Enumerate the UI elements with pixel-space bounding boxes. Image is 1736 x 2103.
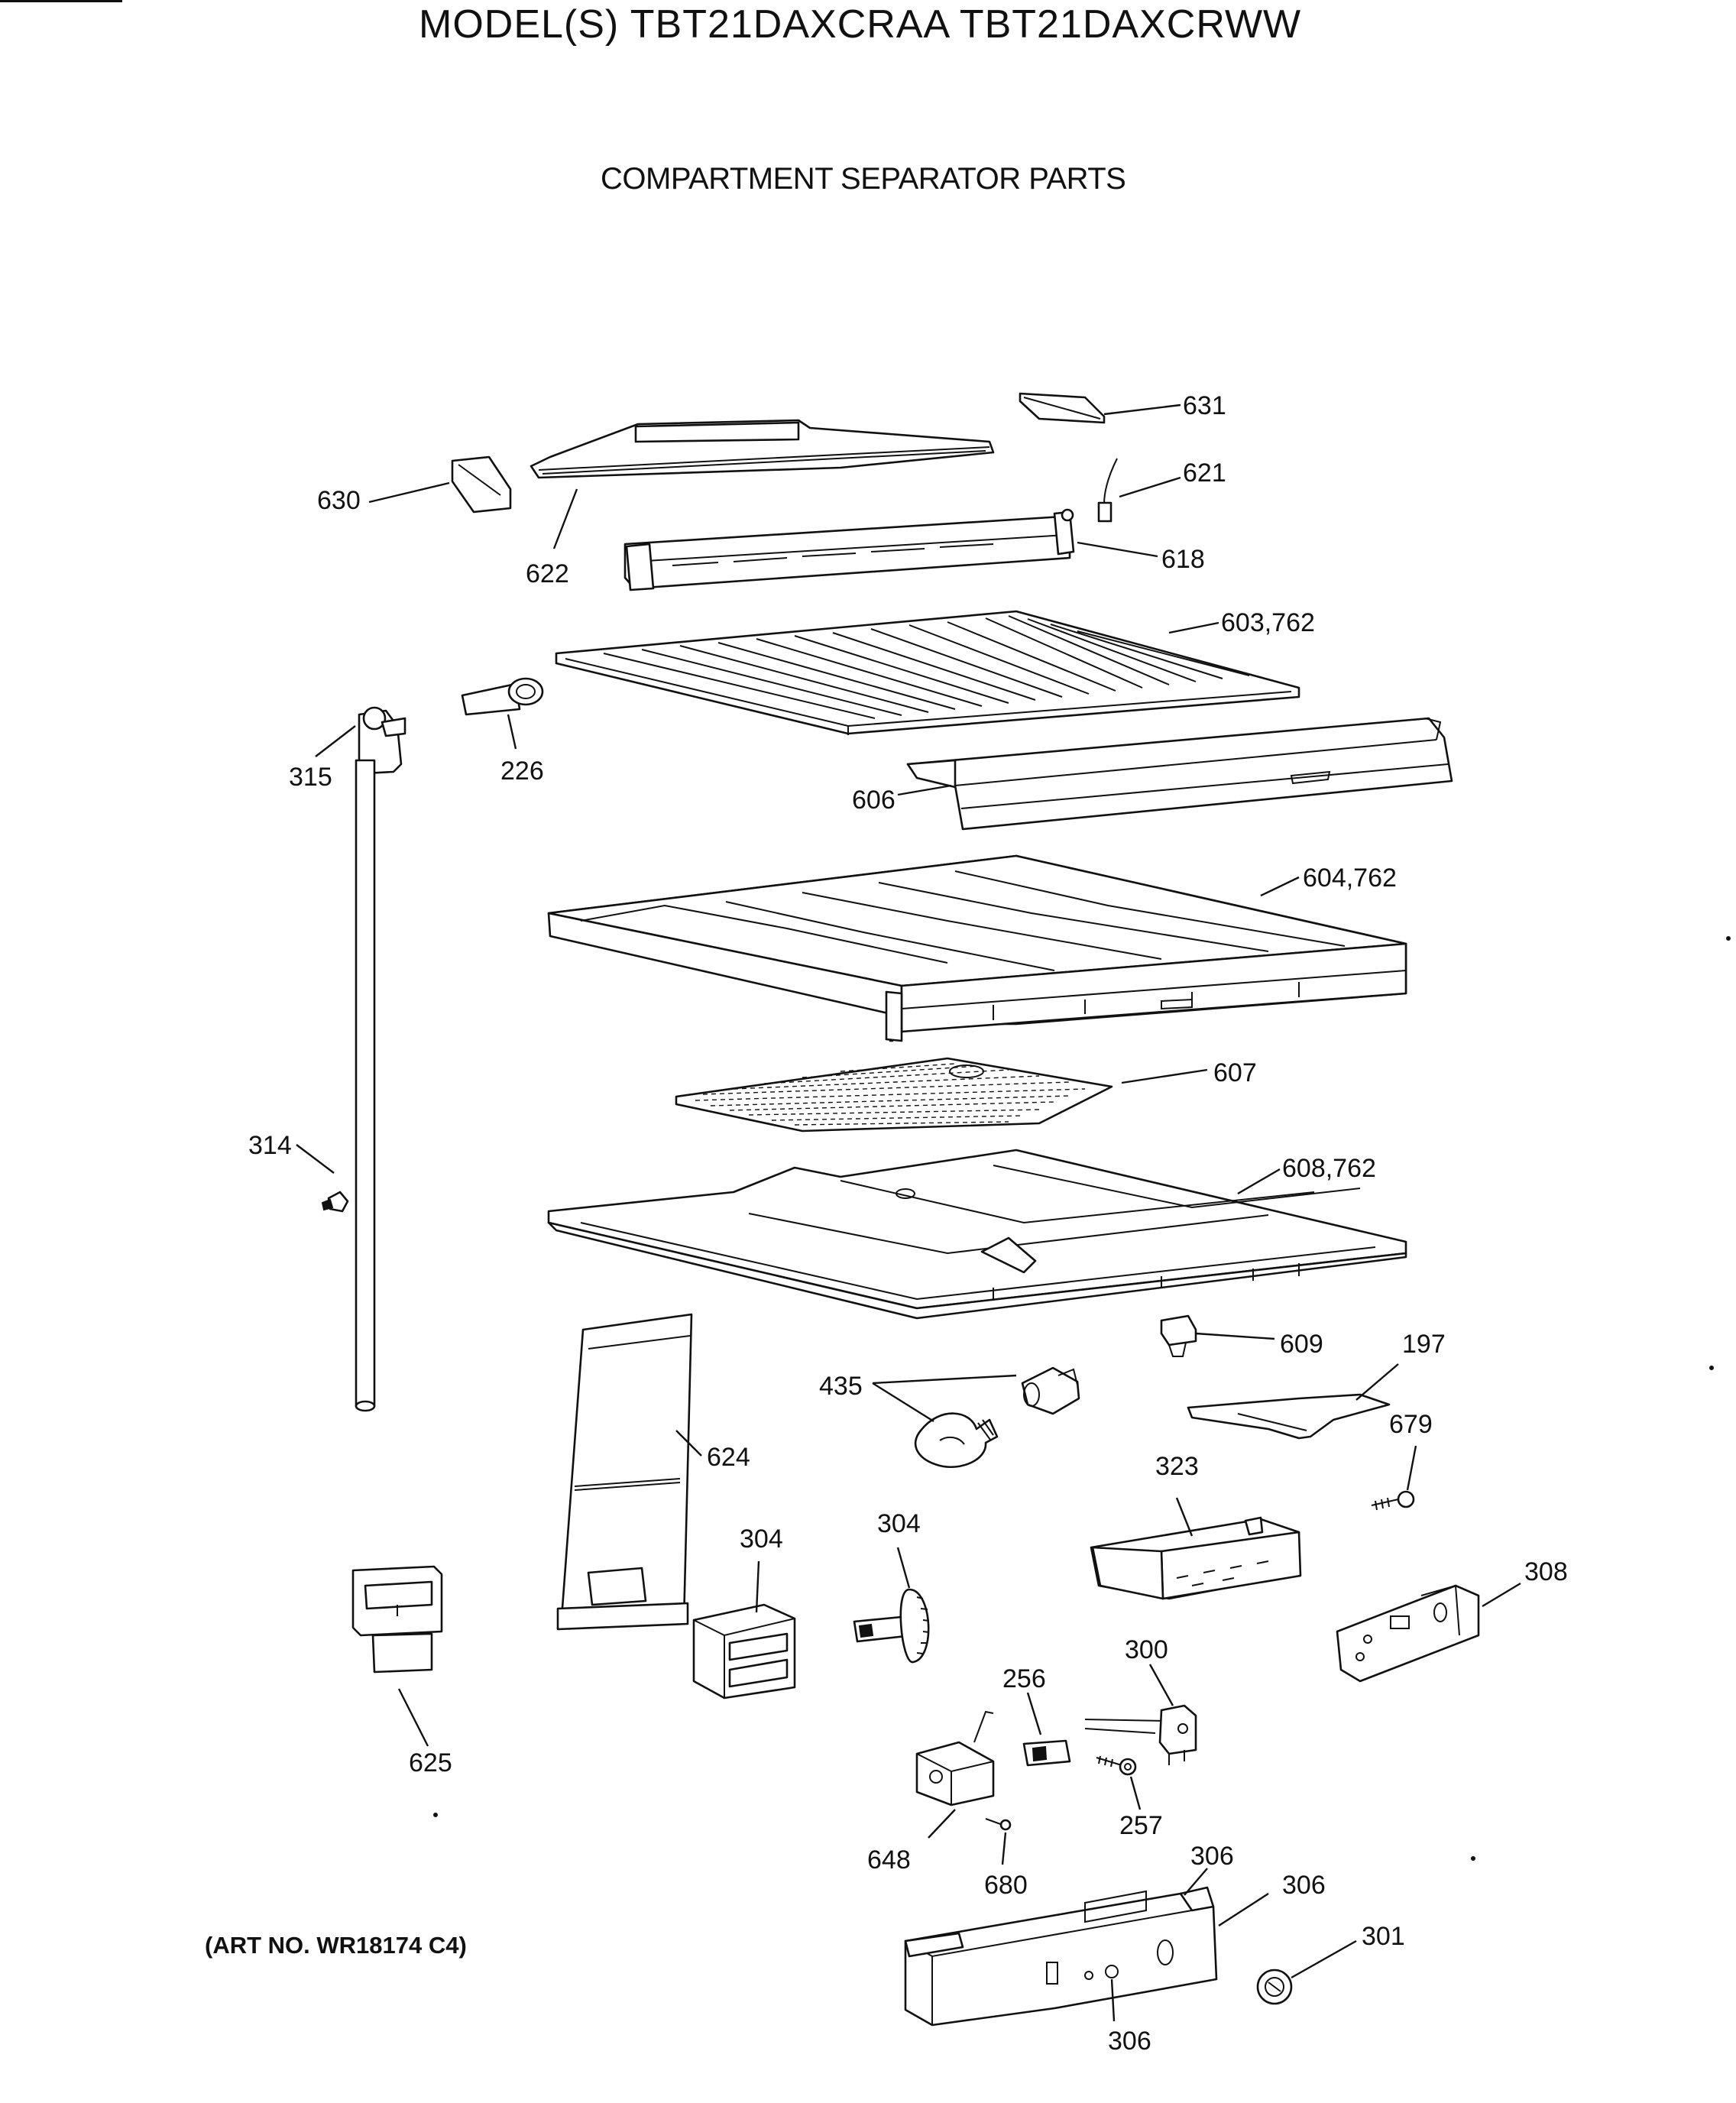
part-315-rod-hanger[interactable] <box>358 706 406 775</box>
part-607-mesh-insulation[interactable] <box>675 1057 1113 1133</box>
part-308-control-bracket[interactable] <box>1336 1584 1480 1683</box>
part-648-motor[interactable] <box>915 1710 995 1807</box>
callout-300: 300 <box>1125 1635 1168 1664</box>
part-300-switch[interactable] <box>1084 1704 1197 1765</box>
callout-314: 314 <box>248 1131 292 1160</box>
part-604-separator-pan[interactable] <box>547 854 1407 1042</box>
part-608-lower-pan[interactable] <box>547 1149 1407 1320</box>
callout-323: 323 <box>1155 1452 1199 1481</box>
part-679-screw[interactable] <box>1371 1490 1415 1511</box>
callout-630: 630 <box>317 486 361 515</box>
callout-226: 226 <box>500 757 544 786</box>
part-625-vent-grille[interactable] <box>351 1565 443 1674</box>
part-622-cover-plate[interactable] <box>530 419 995 479</box>
part-304-dial-knob[interactable] <box>853 1588 930 1664</box>
callout-608: 608,762 <box>1282 1154 1376 1183</box>
callout-306-right: 306 <box>1282 1871 1326 1900</box>
callout-679: 679 <box>1389 1410 1433 1439</box>
part-304-housing[interactable] <box>692 1603 796 1700</box>
callout-306-bottom: 306 <box>1108 2027 1151 2056</box>
callout-257: 257 <box>1119 1811 1163 1840</box>
callout-607: 607 <box>1213 1058 1257 1087</box>
callout-301: 301 <box>1362 1922 1405 1951</box>
callout-680: 680 <box>984 1871 1028 1900</box>
scan-specks <box>433 936 1731 1861</box>
callout-308: 308 <box>1524 1557 1568 1586</box>
part-609-connector[interactable] <box>1160 1314 1197 1357</box>
part-435-lamp-socket[interactable] <box>1021 1366 1080 1415</box>
callout-304-right: 304 <box>877 1509 921 1538</box>
part-256-switch[interactable] <box>1022 1739 1071 1767</box>
part-435-lamp-bulb[interactable] <box>914 1412 999 1468</box>
part-680-screw[interactable] <box>985 1818 1012 1831</box>
callout-622: 622 <box>526 559 569 588</box>
part-630-bracket[interactable] <box>451 455 512 514</box>
model-title: MODEL(S) TBT21DAXCRAA TBT21DAXCRWW <box>419 2 1302 47</box>
part-606-channel[interactable] <box>906 717 1453 831</box>
part-603-ribbed-shelf[interactable] <box>555 610 1300 735</box>
part-257-screw[interactable] <box>1096 1755 1137 1776</box>
callout-625: 625 <box>409 1748 452 1777</box>
part-301-knob[interactable] <box>1256 1969 1293 2005</box>
callout-labels: 631 621 630 622 618 603,762 315 226 606 … <box>248 391 1568 2056</box>
part-306-control-housing[interactable] <box>904 1886 1218 2027</box>
callout-435: 435 <box>819 1372 863 1401</box>
corner-rule <box>0 0 122 2</box>
leader-lines <box>296 403 1521 2022</box>
callout-304-left: 304 <box>740 1525 783 1554</box>
part-624-duct[interactable] <box>556 1313 693 1631</box>
part-631-cover[interactable] <box>1019 392 1106 424</box>
callout-197: 197 <box>1402 1330 1446 1359</box>
callout-648: 648 <box>867 1845 911 1875</box>
art-number: (ART NO. WR18174 C4) <box>205 1932 467 1959</box>
callout-604: 604,762 <box>1303 864 1397 893</box>
vertical-rod <box>355 759 376 1412</box>
callout-631: 631 <box>1183 391 1226 420</box>
part-314-clip[interactable] <box>321 1191 349 1213</box>
part-621-wire-plug[interactable] <box>1097 458 1118 523</box>
callout-306-top: 306 <box>1190 1842 1234 1871</box>
callout-621: 621 <box>1183 459 1226 488</box>
part-226-knob[interactable] <box>461 677 544 716</box>
callout-606: 606 <box>852 786 896 815</box>
callout-256: 256 <box>1002 1664 1046 1693</box>
part-323-bracket[interactable] <box>1090 1516 1302 1600</box>
callout-618: 618 <box>1161 545 1205 574</box>
part-197-heater-strip[interactable] <box>1187 1393 1391 1440</box>
callout-624: 624 <box>707 1443 750 1472</box>
part-618-damper-housing[interactable] <box>623 508 1075 591</box>
section-title: COMPARTMENT SEPARATOR PARTS <box>601 162 1126 196</box>
callout-603: 603,762 <box>1221 608 1315 637</box>
callout-609: 609 <box>1280 1330 1323 1359</box>
shelf-ribs <box>603 615 1250 719</box>
callout-315: 315 <box>289 763 332 792</box>
